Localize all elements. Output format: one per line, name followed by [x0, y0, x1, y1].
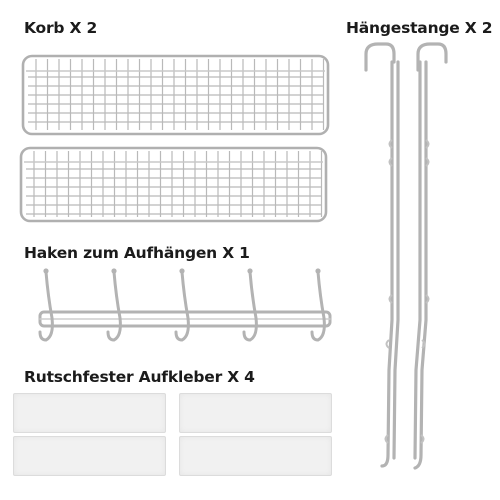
basket-label: Korb X 2: [24, 19, 98, 37]
hook-rail-label: Haken zum Aufhängen X 1: [24, 244, 250, 262]
wire-basket-bottom: [19, 146, 328, 223]
sticker-1: [13, 393, 166, 433]
hanging-rod-label: Hängestange X 2: [346, 19, 493, 37]
sticker-4: [179, 436, 332, 476]
hanging-rods: [364, 42, 448, 470]
sticker-2: [179, 393, 332, 433]
wire-basket-top: [21, 54, 330, 136]
sticker-label: Rutschfester Aufkleber X 4: [24, 368, 255, 386]
hook-rail: [38, 268, 332, 342]
sticker-3: [13, 436, 166, 476]
